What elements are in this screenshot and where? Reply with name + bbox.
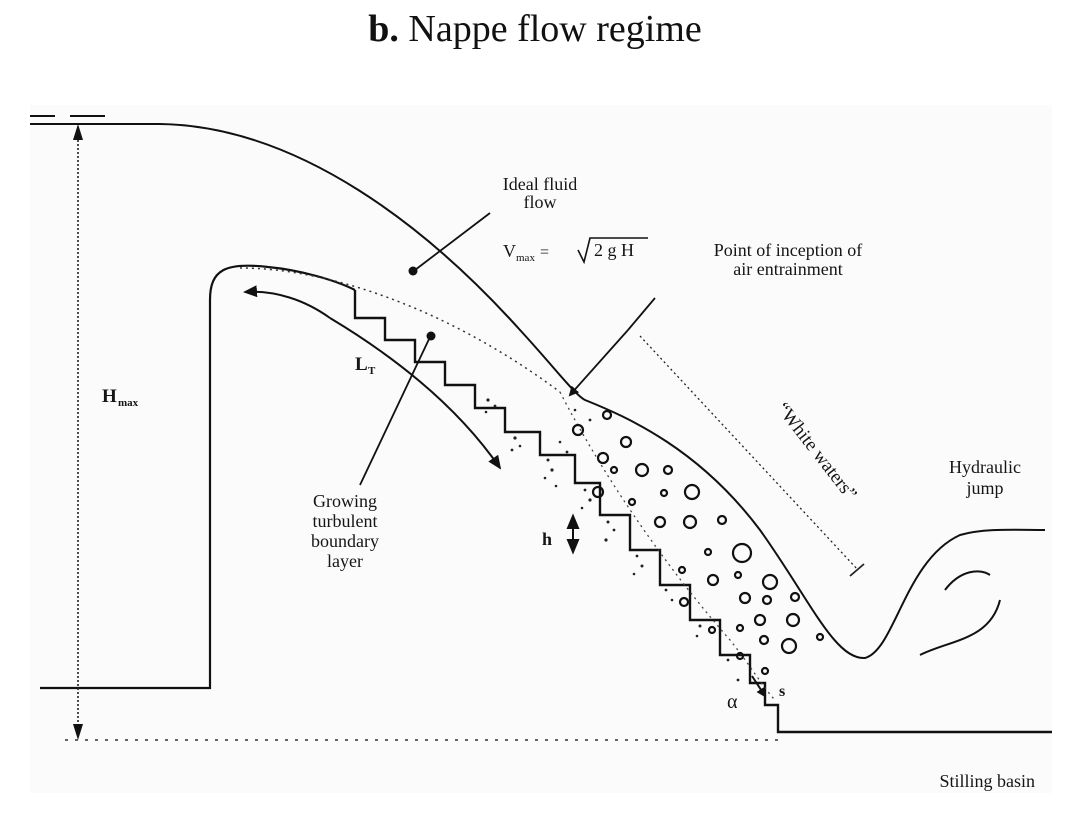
aeration-speckles bbox=[484, 398, 740, 682]
lt-label: L T bbox=[355, 354, 376, 377]
vmax-formula: V max = 2 g H bbox=[503, 237, 648, 265]
lt-subscript: T bbox=[368, 365, 376, 377]
vmax-expression: 2 g H bbox=[594, 240, 634, 260]
hmax-subscript: max bbox=[118, 397, 139, 409]
step-length-arrow bbox=[751, 675, 767, 698]
air-bubbles bbox=[571, 409, 825, 676]
vmax-equals: = bbox=[540, 244, 549, 261]
slope-angle-label: α bbox=[727, 691, 738, 713]
ideal-flow-dotted-line bbox=[239, 267, 561, 393]
stepped-chute bbox=[353, 290, 1052, 734]
hmax-arrow-top bbox=[73, 124, 83, 140]
lt-curve-arrow bbox=[243, 285, 331, 319]
stilling-basin-label: Stilling basin bbox=[939, 771, 1035, 791]
hmax-symbol: H bbox=[102, 386, 117, 407]
white-waters-extent-line bbox=[639, 335, 859, 571]
step-length-label: s bbox=[779, 683, 785, 700]
boundary-layer-label-3: boundary bbox=[311, 531, 379, 551]
hmax-arrow-bottom bbox=[73, 724, 83, 740]
inception-label: Point of inception of bbox=[714, 240, 862, 260]
step-height-label: h bbox=[542, 529, 552, 549]
vmax-subscript: max bbox=[516, 252, 535, 264]
lt-curve-arrow-down bbox=[329, 317, 502, 470]
figure-title: b. Nappe flow regime bbox=[0, 6, 1070, 52]
dam-wall bbox=[40, 264, 356, 690]
free-surface-line bbox=[30, 123, 1046, 660]
boundary-layer-label-4: layer bbox=[327, 551, 363, 571]
hydraulic-jump-label-2: jump bbox=[965, 478, 1003, 498]
boundary-layer-dotted-line bbox=[559, 391, 776, 701]
boundary-layer-label: Growing bbox=[313, 491, 377, 511]
figure-title-prefix: b. bbox=[368, 8, 399, 50]
white-waters-end-tick bbox=[849, 563, 865, 577]
hydraulic-jump-roller bbox=[919, 570, 1001, 656]
lt-symbol: L bbox=[355, 354, 368, 375]
boundary-layer-pointer-dot bbox=[426, 331, 436, 341]
vmax-symbol: V bbox=[503, 241, 516, 261]
hydraulic-jump-label: Hydraulic bbox=[949, 457, 1021, 477]
sqrt-sign bbox=[577, 237, 648, 265]
hmax-label: H max bbox=[102, 386, 139, 409]
figure-title-text: Nappe flow regime bbox=[408, 8, 702, 50]
ideal-flow-pointer-dot bbox=[408, 266, 418, 276]
step-height-arrow bbox=[566, 513, 580, 555]
white-waters-label: “White waters” bbox=[772, 399, 861, 505]
ideal-fluid-flow-label: Ideal fluid bbox=[503, 174, 577, 194]
boundary-layer-label-2: turbulent bbox=[313, 511, 378, 531]
leader-lines bbox=[359, 212, 656, 486]
inception-label-2: air entrainment bbox=[733, 259, 842, 279]
ideal-fluid-flow-label-2: flow bbox=[524, 192, 557, 212]
